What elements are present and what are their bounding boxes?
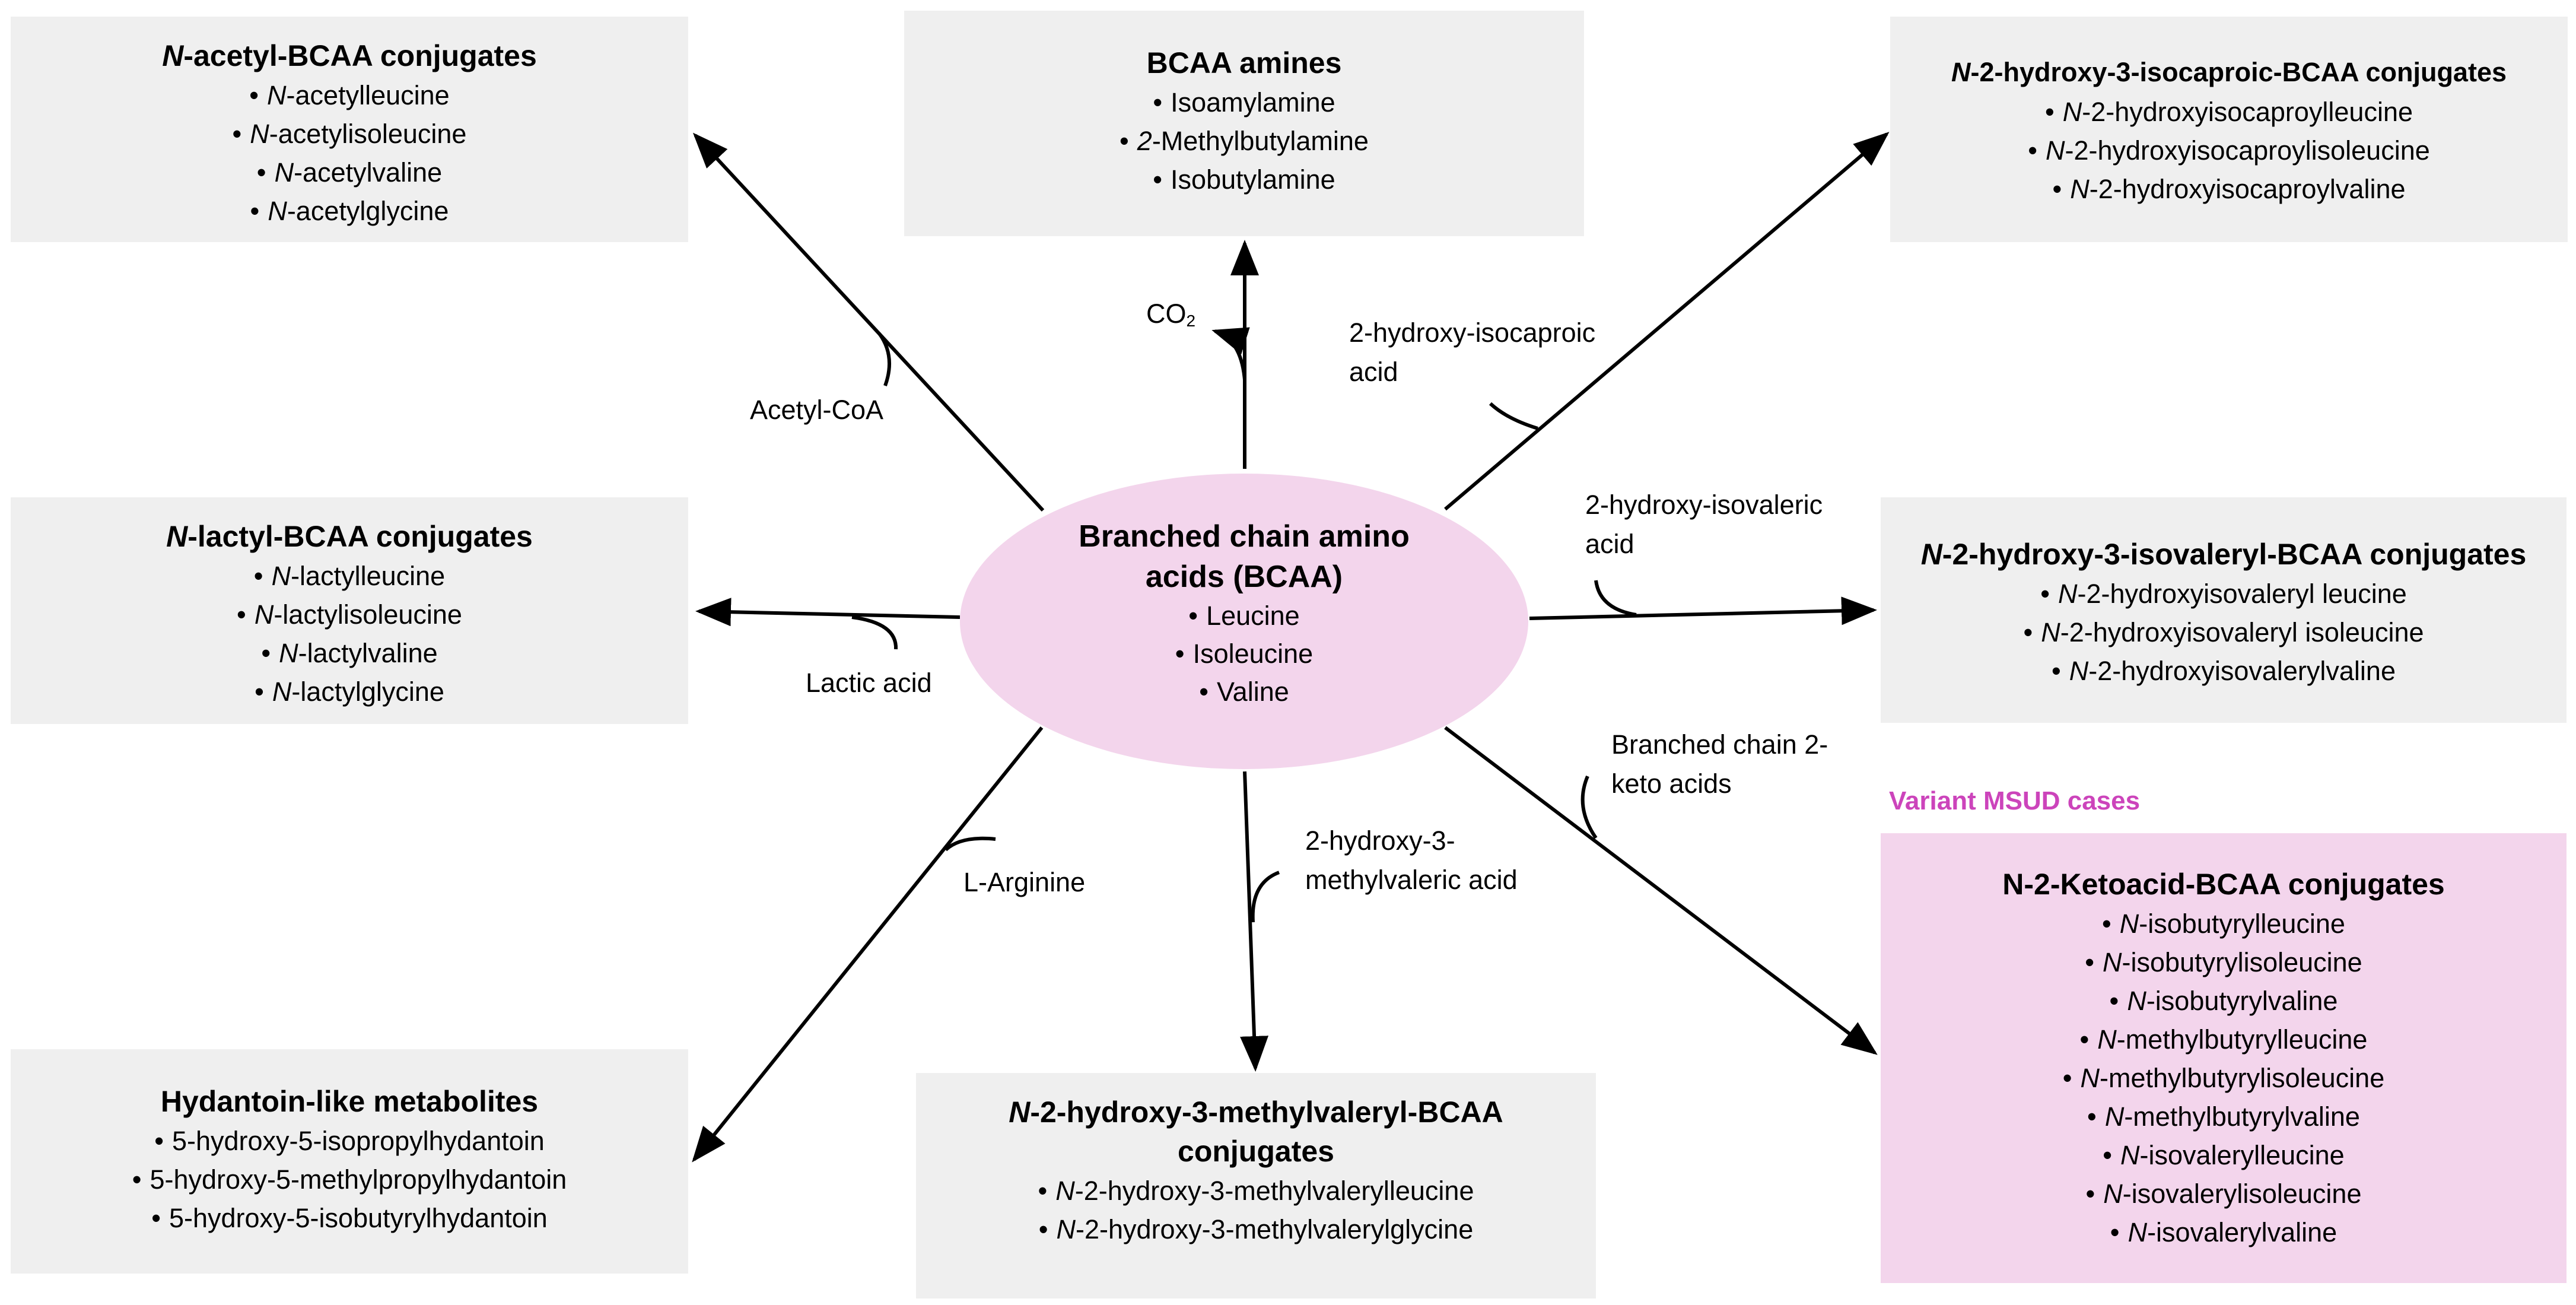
- box-bcaa-amines: BCAA amines •Isoamylamine •2-Methylbutyl…: [904, 11, 1584, 236]
- label-hydroxy-methylvaleric: 2-hydroxy-3- methylvaleric acid: [1305, 825, 1518, 895]
- arrow-to-lactyl: [695, 598, 961, 627]
- center-item: •Isoleucine: [1175, 639, 1314, 669]
- label-co2: CO2: [1146, 299, 1196, 330]
- arrow-to-ketoacid: [1444, 726, 1878, 1055]
- box-title: Hydantoin-like metabolites: [160, 1085, 539, 1118]
- label-acetyl-coa: Acetyl-CoA: [750, 395, 884, 425]
- list-item: •N-2-hydroxyisovalerylvaline: [2052, 656, 2396, 686]
- variant-msud-label: Variant MSUD cases: [1889, 786, 2141, 815]
- list-item: •N-isovalerylleucine: [2103, 1140, 2345, 1170]
- label-l-arginine: L-Arginine: [963, 867, 1086, 897]
- list-item: •N-acetylleucine: [249, 80, 450, 110]
- center-item: •Leucine: [1188, 601, 1300, 631]
- box-list: •5-hydroxy-5-isopropylhydantoin •5-hydro…: [11, 1122, 688, 1237]
- arrow-to-hydantoin: [692, 726, 1044, 1163]
- list-item: •N-2-hydroxyisovaleryl isoleucine: [2023, 617, 2424, 647]
- arrow-to-methylvaleryl: [1240, 771, 1269, 1072]
- box-lactyl-conjugates: N-lactyl-BCAA conjugates •N-lactylleucin…: [11, 497, 688, 724]
- box-list: •N-isobutyrylleucine •N-isobutyrylisoleu…: [1881, 904, 2567, 1252]
- list-item: •N-lactylleucine: [253, 561, 446, 591]
- acetyl-coa-arc: [877, 332, 892, 387]
- box-list: •Isoamylamine •2-Methylbutylamine •Isobu…: [904, 83, 1584, 199]
- list-item: •N-isobutyrylisoleucine: [2085, 947, 2362, 977]
- box-acetyl-conjugates: N-acetyl-BCAA conjugates •N-acetylleucin…: [11, 17, 688, 242]
- box-hydantoin-metabolites: Hydantoin-like metabolites •5-hydroxy-5-…: [11, 1049, 688, 1274]
- center-title-line2: acids (BCAA): [1145, 560, 1343, 594]
- box-title: N-2-hydroxy-3-isovaleryl-BCAA conjugates: [1920, 538, 2527, 571]
- arrow-to-acetyl: [692, 132, 1045, 512]
- list-item: •N-2-hydroxyisovaleryl leucine: [2040, 579, 2407, 609]
- list-item: •Isoamylamine: [1153, 87, 1335, 118]
- list-item: •N-methylbutyrylisoleucine: [2062, 1063, 2385, 1093]
- center-bcaa-node: Branched chain amino acids (BCAA) •Leuci…: [960, 474, 1528, 769]
- box-title: N-lactyl-BCAA conjugates: [166, 520, 533, 553]
- list-item: •5-hydroxy-5-isobutyrylhydantoin: [151, 1203, 548, 1233]
- box-list: •N-acetylleucine •N-acetylisoleucine •N-…: [11, 76, 688, 230]
- list-item: •N-2-hydroxyisocaproylvaline: [2052, 174, 2406, 204]
- box-methylvaleryl-conjugates: N-2-hydroxy-3-methylvaleryl-BCAA conjuga…: [916, 1073, 1596, 1298]
- list-item: •N-acetylisoleucine: [232, 119, 467, 149]
- list-item: •N-2-hydroxy-3-methylvalerylglycine: [1038, 1214, 1474, 1244]
- box-list: •N-2-hydroxyisovaleryl leucine •N-2-hydr…: [1881, 574, 2567, 690]
- hiv-arc: [1594, 580, 1637, 617]
- arrow-to-isocaproic: [1444, 132, 1890, 511]
- center-item: •Valine: [1199, 677, 1289, 707]
- bcka-arc: [1580, 775, 1598, 839]
- hmv-arc: [1251, 871, 1280, 923]
- lactic-arc: [851, 615, 898, 650]
- list-item: •N-methylbutyrylleucine: [2079, 1024, 2368, 1055]
- list-item: •N-isobutyrylleucine: [2102, 909, 2345, 939]
- box-list: •N-2-hydroxyisocaproylleucine •N-2-hydro…: [1890, 93, 2568, 208]
- co2-release-arc: [1211, 327, 1250, 380]
- box-list: •N-lactylleucine •N-lactylisoleucine •N-…: [11, 557, 688, 711]
- list-item: •N-isobutyrylvaline: [2109, 986, 2338, 1016]
- box-title: N-2-Ketoacid-BCAA conjugates: [2002, 868, 2445, 901]
- list-item: •N-lactylvaline: [261, 638, 438, 668]
- list-item: •N-2-hydroxy-3-methylvalerylleucine: [1038, 1176, 1474, 1206]
- list-item: •Isobutylamine: [1153, 164, 1335, 195]
- list-item: •N-acetylvaline: [256, 157, 443, 188]
- box-isocaproic-conjugates: N-2-hydroxy-3-isocaproic-BCAA conjugates…: [1890, 17, 2568, 242]
- list-item: •N-isovalerylisoleucine: [2085, 1179, 2362, 1209]
- list-item: •N-isovalerylvaline: [2110, 1217, 2338, 1247]
- hic-arc: [1489, 402, 1538, 430]
- list-item: •N-2-hydroxyisocaproylisoleucine: [2028, 135, 2430, 166]
- list-item: •5-hydroxy-5-methylpropylhydantoin: [132, 1164, 567, 1195]
- label-branched-keto-acids: Branched chain 2- keto acids: [1611, 729, 1828, 799]
- list-item: •N-acetylglycine: [250, 196, 449, 226]
- label-lactic-acid: Lactic acid: [806, 668, 932, 698]
- list-item: •N-lactylglycine: [255, 677, 444, 707]
- box-ketoacid-conjugates: N-2-Ketoacid-BCAA conjugates •N-isobutyr…: [1881, 833, 2567, 1283]
- box-title: N-2-hydroxy-3-isocaproic-BCAA conjugates: [1951, 57, 2507, 87]
- box-title: N-acetyl-BCAA conjugates: [162, 39, 537, 72]
- center-list: •Leucine •Isoleucine •Valine: [960, 597, 1528, 711]
- list-item: •N-methylbutyrylvaline: [2087, 1101, 2360, 1132]
- box-isovaleryl-conjugates: N-2-hydroxy-3-isovaleryl-BCAA conjugates…: [1881, 497, 2567, 723]
- list-item: •N-lactylisoleucine: [237, 599, 462, 630]
- label-hydroxy-isovaleric: 2-hydroxy-isovaleric acid: [1585, 490, 1823, 559]
- list-item: •2-Methylbutylamine: [1120, 126, 1369, 156]
- box-title: N-2-hydroxy-3-methylvaleryl-BCAA: [1009, 1096, 1503, 1129]
- arginine-arc: [944, 836, 996, 852]
- label-hydroxy-isocaproic: 2-hydroxy-isocaproic acid: [1349, 317, 1596, 387]
- list-item: •N-2-hydroxyisocaproylleucine: [2044, 97, 2413, 127]
- box-title-line2: conjugates: [1178, 1135, 1334, 1168]
- box-list: •N-2-hydroxy-3-methylvalerylleucine •N-2…: [916, 1171, 1596, 1249]
- list-item: •5-hydroxy-5-isopropylhydantoin: [154, 1126, 545, 1156]
- center-title-line1: Branched chain amino: [1079, 519, 1410, 554]
- box-title: BCAA amines: [1146, 46, 1342, 80]
- arrow-to-isovaleryl: [1529, 596, 1877, 625]
